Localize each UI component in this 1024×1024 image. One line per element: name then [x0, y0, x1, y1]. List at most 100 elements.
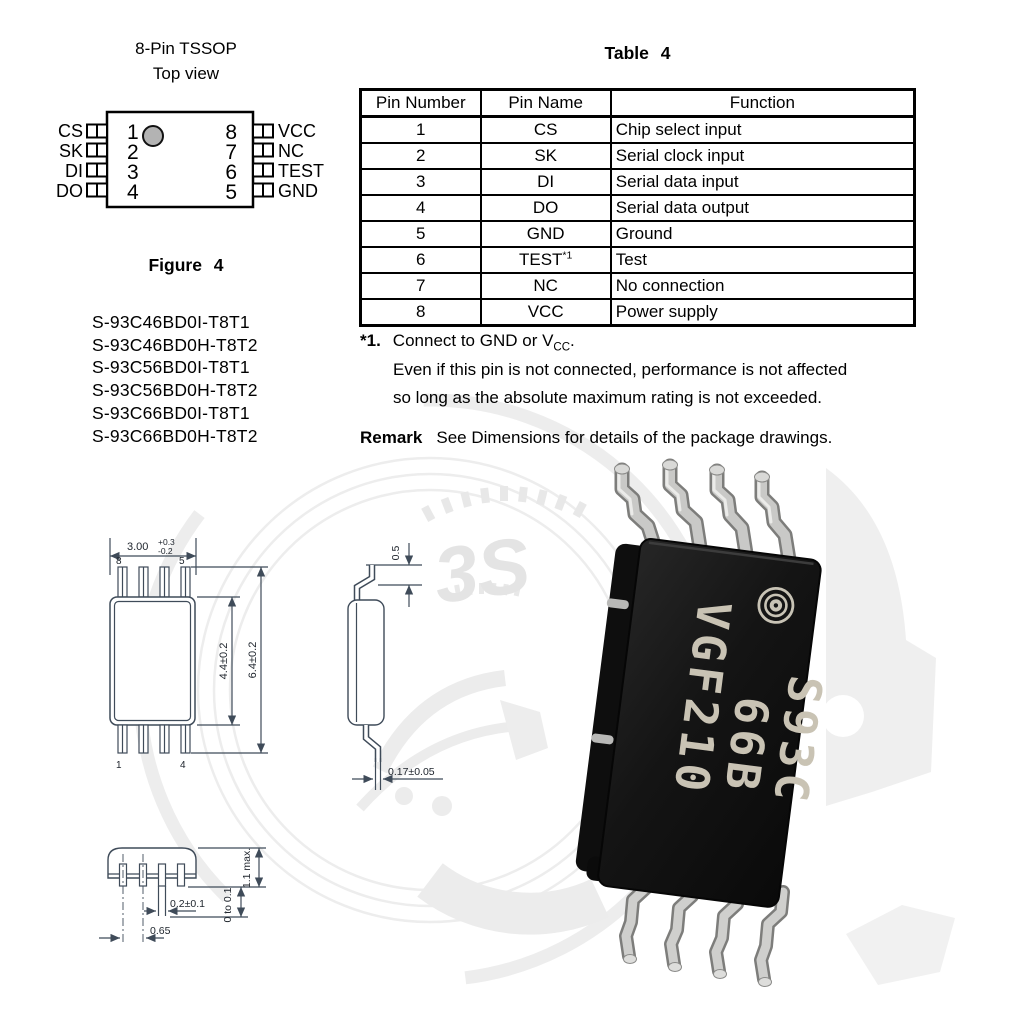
pin-label: TEST [278, 161, 324, 181]
dim-lead-thickness: 0.17±0.05 [388, 766, 435, 778]
remark-block: Remark See Dimensions for details of the … [360, 428, 940, 448]
cell-function: No connection [609, 272, 916, 300]
vcc-subscript: CC [553, 341, 571, 354]
pin-label: SK [59, 141, 83, 161]
top-view-drawing [109, 538, 268, 754]
part-number: S-93C66BD0I-T8T1 [92, 402, 250, 423]
chip-top-leads [614, 458, 798, 574]
dim-pin1: 1 [116, 760, 122, 771]
cell-function: Serial data input [609, 168, 916, 196]
cell-function: Serial data output [609, 194, 916, 222]
table-title: Table 4 [604, 43, 671, 63]
figure-caption: Figure 4 [148, 255, 224, 275]
table-row: 1 CS Chip select input [359, 115, 916, 144]
table-row: 7 NC No connection [359, 272, 916, 300]
pin-number: 7 [225, 141, 237, 164]
cell-pin-name: NC [479, 272, 612, 300]
side-view-drawing [347, 543, 443, 790]
pin-label: NC [278, 141, 304, 161]
part-number: S-93C46BD0H-T8T2 [92, 334, 258, 355]
footnote-text-pre: Connect to GND or V [392, 331, 554, 350]
cell-function: Test [609, 246, 916, 274]
cell-pin-name: SK [479, 142, 612, 170]
dim-width: 3.00 [127, 541, 148, 553]
package-body [105, 110, 255, 209]
cell-pin-name: DO [479, 194, 612, 222]
chip-marking-line2: 66B [714, 694, 780, 798]
pin-number: 1 [127, 121, 139, 144]
cell-pin-number: 4 [359, 194, 482, 222]
part-number: S-93C56BD0I-T8T1 [92, 357, 250, 378]
cell-pin-number: 5 [359, 220, 482, 248]
side-view-dim-labels: 0.5 0.17±0.05 [388, 546, 435, 778]
cell-pin-name: CS [479, 115, 612, 144]
pin-number: 4 [127, 181, 139, 204]
table-row: 4 DO Serial data output [359, 194, 916, 222]
footnote-line2: Even if this pin is not connected, perfo… [393, 359, 848, 379]
watermark-ticks [421, 486, 587, 597]
part-number-list: S-93C46BD0I-T8T1 S-93C46BD0H-T8T2 S-93C5… [92, 311, 258, 447]
dim-pin8: 8 [116, 556, 122, 567]
part-number: S-93C46BD0I-T8T1 [92, 312, 250, 332]
dim-body-height: 4.4±0.2 [218, 643, 230, 680]
front-view-drawing [99, 847, 266, 943]
footnote-line1: *1. Connect to GND or VCC. [360, 327, 926, 356]
col-header-function: Function [609, 88, 916, 118]
col-header-pin-name: Pin Name [479, 88, 612, 118]
watermark-bird [356, 670, 609, 935]
front-view-dim-labels: 0.2±0.1 0.65 1.1 max. 0 to 0.1 [150, 848, 253, 937]
remark-label: Remark [360, 428, 423, 447]
pin-label: VCC [278, 121, 316, 141]
dim-total-height: 6.4±0.2 [247, 642, 259, 679]
cell-pin-name: DI [479, 168, 612, 196]
dim-pin4: 4 [180, 760, 186, 771]
pin-number: 5 [225, 181, 237, 204]
pin-diagram-title: 8-Pin TSSOP Top view [58, 36, 314, 86]
dim-body-height-max: 1.1 max. [241, 848, 253, 888]
pin-label: GND [278, 181, 318, 201]
dim-standoff-range: 0 to 0.1 [222, 887, 234, 922]
col-header-pin-number: Pin Number [359, 88, 482, 118]
cell-pin-number: 6 [359, 246, 482, 274]
package-dimension-drawings: 3.00 +0.3 -0.2 8 5 1 4 4.4±0.2 6.4±0.2 0… [99, 537, 443, 943]
dim-lead-standoff: 0.5 [390, 546, 402, 561]
cell-pin-number: 1 [359, 115, 482, 144]
cell-pin-number: 3 [359, 168, 482, 196]
dim-lead-pitch: 0.65 [150, 925, 171, 937]
view-type-text: Top view [152, 64, 220, 83]
part-number: S-93C56BD0H-T8T2 [92, 380, 258, 401]
cell-pin-name: GND [479, 220, 612, 248]
cell-pin-number: 2 [359, 142, 482, 170]
chip-body: S93C 66B VGF210 [575, 538, 833, 908]
table-header-row: Pin Number Pin Name Function [359, 88, 916, 118]
table-row: 3 DI Serial data input [359, 168, 916, 196]
pin-label: DI [65, 161, 83, 181]
footnote-marker: *1. [360, 331, 381, 350]
part-number: S-93C66BD0H-T8T2 [92, 425, 258, 446]
chip-ring-logo [757, 586, 795, 624]
cell-function: Serial clock input [609, 142, 916, 170]
pin-name-test: TEST [518, 250, 563, 269]
cell-pin-name-test: TEST*1 [479, 246, 612, 274]
pin-diagram: 1 2 3 4 8 7 6 5 CS SK DI DO VCC NC TEST … [56, 110, 324, 209]
table-row: 2 SK Serial clock input [359, 142, 916, 170]
cell-function: Chip select input [609, 115, 916, 144]
pin-number: 6 [225, 161, 237, 184]
pin1-marker-dot [142, 125, 164, 147]
pin-number: 2 [127, 141, 139, 164]
cell-pin-number: 7 [359, 272, 482, 300]
footnote-line3: so long as the absolute maximum rating i… [393, 388, 823, 407]
footnote-text-post: . [570, 331, 575, 350]
watermark-text: 3S [428, 520, 535, 620]
footnote-ref: *1 [562, 249, 573, 262]
remark-text: See Dimensions for details of the packag… [436, 428, 833, 447]
table-row: 8 VCC Power supply [359, 298, 916, 327]
pin-number: 3 [127, 161, 139, 184]
table-row: 6 TEST*1 Test [359, 246, 916, 274]
chip-photo: S93C 66B VGF210 [575, 458, 833, 987]
pin-function-table: Pin Number Pin Name Function 1 CS Chip s… [359, 88, 916, 327]
cell-function: Ground [609, 220, 916, 248]
pin-number: 8 [225, 121, 237, 144]
cell-function: Power supply [609, 298, 916, 327]
